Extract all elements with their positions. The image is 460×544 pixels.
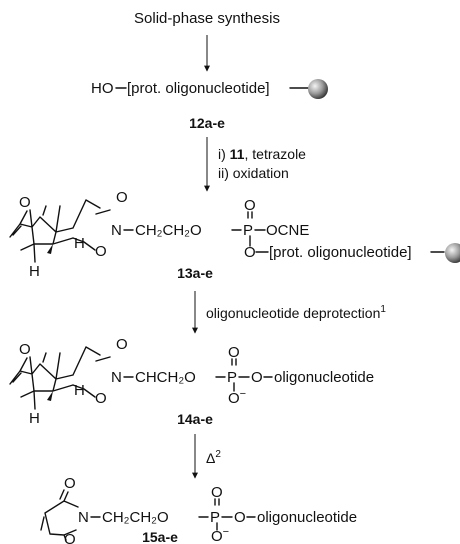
ethyl-linker: CH₂CH₂O — [135, 222, 202, 239]
phosphorus: P — [227, 369, 237, 386]
oxo-oxygen: O — [244, 197, 256, 214]
prot-oligonucleotide: [prot. oligonucleotide] — [269, 244, 412, 261]
oligonucleotide: oligonucleotide — [257, 509, 357, 526]
reagents-line-2: ii) oxidation — [218, 165, 289, 181]
svg-text:O: O — [19, 194, 31, 211]
solid-support-bead — [308, 79, 328, 99]
compound-label-13: 13a-e — [177, 265, 213, 281]
ocne-group: OCNE — [266, 222, 309, 239]
compound-label-14: 14a-e — [177, 411, 213, 427]
ester-oxygen: O — [234, 509, 246, 526]
svg-text:H: H — [74, 235, 85, 252]
deprotection-step: oligonucleotide deprotection1 — [206, 304, 386, 321]
anionic-oxygen: O− — [228, 388, 246, 407]
compound-label-15: 15a-e — [142, 529, 178, 544]
oxo-oxygen: O — [211, 484, 223, 501]
svg-text:O: O — [95, 390, 107, 407]
phosphorus: P — [210, 509, 220, 526]
svg-text:O: O — [95, 243, 107, 260]
solid-support-bead — [445, 243, 460, 263]
ethyl-linker: CH₂CH₂O — [102, 509, 169, 526]
compound-label-12: 12a-e — [189, 115, 225, 131]
imide-nitrogen: N — [111, 222, 122, 239]
oxanorbornene-imide-13: O O O H H — [9, 189, 128, 280]
phosphate-oxygen: O — [244, 244, 256, 261]
ethyl-linker: CHCH₂O — [135, 369, 196, 386]
imide-nitrogen: N — [111, 369, 122, 386]
oligonucleotide: oligonucleotide — [274, 369, 374, 386]
svg-text:O: O — [116, 189, 128, 206]
scheme-title: Solid-phase synthesis — [134, 10, 280, 27]
oxo-oxygen: O — [228, 344, 240, 361]
svg-text:H: H — [74, 382, 85, 399]
phosphorus: P — [243, 222, 253, 239]
svg-text:H: H — [29, 263, 40, 280]
svg-text:O: O — [64, 475, 76, 492]
oxanorbornene-imide-14: O O O H H — [9, 336, 128, 427]
svg-text:O: O — [64, 531, 76, 544]
ester-oxygen: O — [251, 369, 263, 386]
reagents-line-1: i) 11, tetrazole — [218, 146, 306, 162]
imide-nitrogen: N — [78, 509, 89, 526]
prot-oligonucleotide: [prot. oligonucleotide] — [127, 80, 270, 97]
ho-group: HO — [91, 80, 114, 97]
svg-text:O: O — [116, 336, 128, 353]
svg-text:O: O — [19, 341, 31, 358]
anionic-oxygen: O− — [211, 526, 229, 544]
heat-step: Δ2 — [206, 449, 221, 466]
svg-text:H: H — [29, 410, 40, 427]
maleimide-ring-15: O O — [40, 475, 79, 544]
